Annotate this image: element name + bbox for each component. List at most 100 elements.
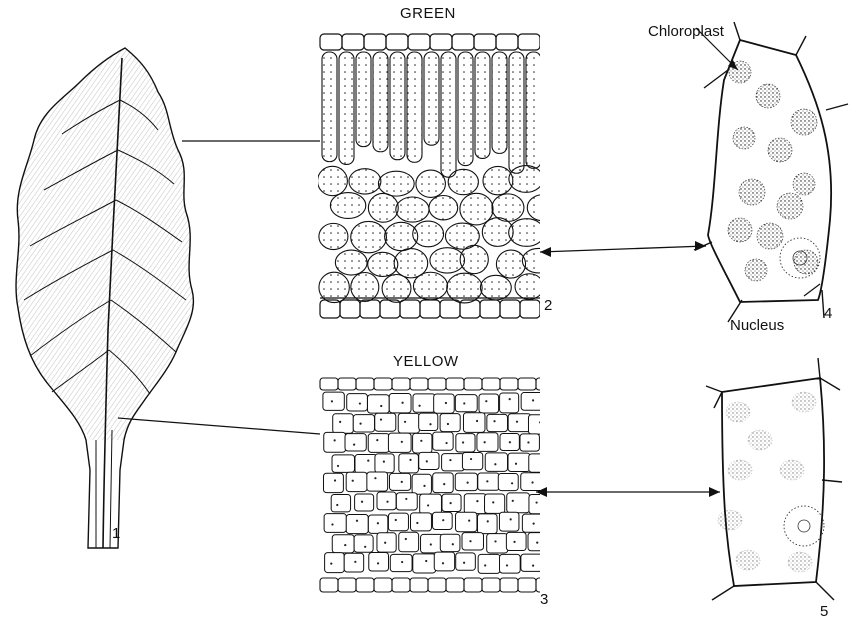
spongy-cell <box>483 166 513 194</box>
parenchyma-cell <box>367 472 388 491</box>
parenchyma-cell <box>346 515 368 534</box>
parenchyma-cell <box>412 474 431 494</box>
plastid <box>748 430 772 450</box>
chloroplast <box>757 223 783 249</box>
figure-number-3: 3 <box>540 591 548 608</box>
parenchyma-cell <box>331 495 350 512</box>
parenchyma-cell <box>375 413 396 431</box>
parenchyma-cell <box>479 394 499 413</box>
parenchyma-cell <box>507 493 530 513</box>
parenchyma-cell <box>434 394 455 413</box>
parenchyma-cell <box>353 415 374 432</box>
parenchyma-cell <box>478 554 500 573</box>
parenchyma-cell <box>500 393 519 413</box>
parenchyma-cell <box>521 393 543 411</box>
yellow-cell-enlarged <box>706 358 842 600</box>
spongy-cell <box>509 166 543 193</box>
parenchyma-cell <box>440 534 460 551</box>
parenchyma-cell <box>419 452 439 469</box>
parenchyma-cell <box>390 554 412 571</box>
parenchyma-cell <box>323 392 344 410</box>
plastid <box>792 392 816 412</box>
spongy-cell <box>368 193 398 222</box>
parenchyma-cell <box>369 553 389 572</box>
spongy-cell <box>430 248 465 273</box>
parenchyma-cell <box>355 455 377 474</box>
parenchyma-cell <box>344 553 363 572</box>
chloroplast <box>728 218 752 242</box>
parenchyma-cell <box>508 414 531 432</box>
spongy-cell <box>496 250 525 278</box>
parenchyma-cell <box>388 513 408 531</box>
parenchyma-cell <box>433 512 453 529</box>
plastid <box>788 552 812 572</box>
palisade-cell <box>407 52 422 162</box>
spongy-cell <box>378 171 414 196</box>
parenchyma-cell <box>498 474 518 491</box>
parenchyma-cell <box>368 434 389 453</box>
parenchyma-cell <box>323 473 343 492</box>
parenchyma-cell <box>521 554 542 571</box>
parenchyma-cell <box>440 414 460 432</box>
palisade-cell <box>441 52 456 177</box>
parenchyma-cell <box>377 492 396 510</box>
spongy-cell <box>429 196 458 220</box>
yellow-cross-section <box>320 375 554 595</box>
parenchyma-cell <box>508 453 530 471</box>
parenchyma-cell <box>456 512 477 532</box>
parenchyma-cell <box>433 432 453 450</box>
spongy-cell <box>416 170 446 197</box>
parenchyma-cell <box>325 553 345 573</box>
spongy-cell <box>330 193 365 219</box>
plastid <box>726 402 750 422</box>
spongy-cell <box>413 221 444 247</box>
spongy-cell <box>318 166 348 195</box>
parenchyma-cell <box>377 533 396 552</box>
chloroplast <box>791 109 817 135</box>
parenchyma-cell <box>477 433 498 452</box>
green-cross-section <box>318 30 559 320</box>
parenchyma-cell <box>399 454 419 473</box>
parenchyma-cell <box>354 535 373 552</box>
palisade-cell <box>492 52 507 153</box>
chloroplast <box>733 127 755 149</box>
parenchyma-cell <box>333 414 354 433</box>
parenchyma-cell <box>478 514 498 534</box>
parenchyma-cell <box>332 535 354 553</box>
figure-number-2: 2 <box>544 297 552 314</box>
parenchyma-cell <box>398 413 419 433</box>
spongy-cell <box>460 245 488 273</box>
parenchyma-cell <box>367 395 389 413</box>
spongy-cell <box>480 275 511 300</box>
parenchyma-cell <box>324 514 346 533</box>
spongy-cell <box>509 219 545 247</box>
parenchyma-cell <box>420 494 442 514</box>
palisade-cell <box>373 52 388 152</box>
parenchyma-cell <box>478 473 500 490</box>
parenchyma-cell <box>455 473 477 491</box>
plastid <box>728 460 752 480</box>
parenchyma-cell <box>421 534 443 552</box>
spongy-cell <box>351 272 379 301</box>
parenchyma-cell <box>462 452 482 469</box>
plastid <box>736 550 760 570</box>
spongy-cell <box>349 169 381 194</box>
parenchyma-cell <box>324 432 346 452</box>
parenchyma-cell <box>463 413 485 433</box>
palisade-cell <box>390 52 405 160</box>
chloroplast <box>745 259 767 281</box>
parenchyma-cell <box>485 494 505 513</box>
figure-number-5: 5 <box>820 603 828 620</box>
parenchyma-cell <box>528 415 549 434</box>
spongy-cell <box>319 223 348 249</box>
parenchyma-cell <box>462 533 483 550</box>
chloroplast <box>768 138 792 162</box>
parenchyma-cell <box>413 433 432 453</box>
parenchyma-cell <box>529 454 550 472</box>
chloroplast <box>793 173 815 195</box>
parenchyma-cell <box>434 552 454 571</box>
parenchyma-cell <box>375 454 394 473</box>
palisade-cell <box>424 52 439 145</box>
